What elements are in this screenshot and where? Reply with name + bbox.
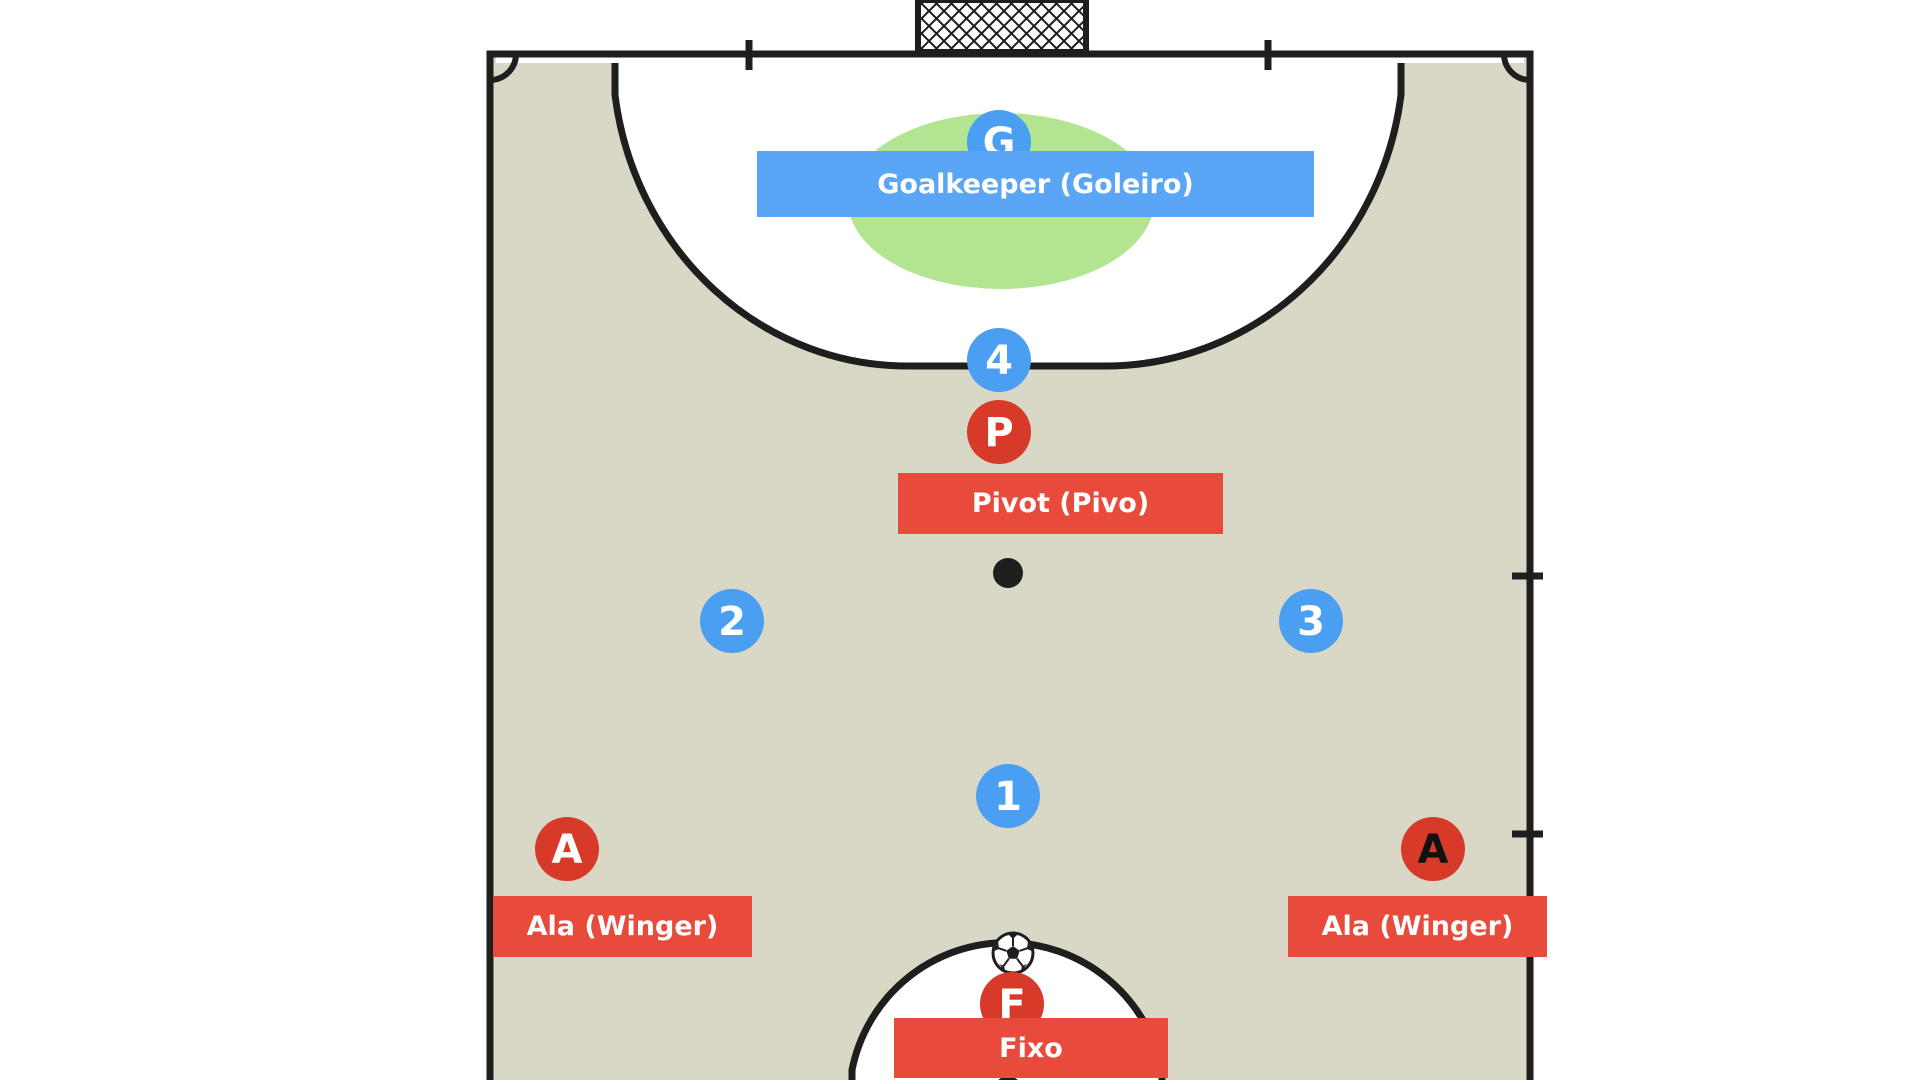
label-goalkeeper: Goalkeeper (Goleiro) <box>757 151 1314 217</box>
player-marker-text: 2 <box>718 599 746 645</box>
player-marker <box>1279 589 1343 653</box>
player-blue-1: 1 <box>976 764 1040 828</box>
goal-line <box>496 57 1524 63</box>
corner-arc-left <box>489 53 519 83</box>
goal-net-icon <box>915 0 1089 55</box>
player-marker-text: P <box>984 410 1013 456</box>
label-pivot: Pivot (Pivo) <box>898 473 1223 534</box>
player-marker <box>700 589 764 653</box>
player-marker <box>976 764 1040 828</box>
player-marker-text: A <box>552 827 583 873</box>
player-marker <box>967 400 1031 464</box>
player-blue-4: 4 <box>967 328 1031 392</box>
player-marker-text: 1 <box>994 774 1022 820</box>
player-pivot: P <box>967 400 1031 464</box>
label-ala-right: Ala (Winger) <box>1288 896 1547 957</box>
label-fixo: Fixo <box>894 1018 1168 1078</box>
player-marker <box>535 817 599 881</box>
soccer-ball-icon <box>991 931 1035 975</box>
player-marker-text: 4 <box>985 338 1013 384</box>
label-ala-left: Ala (Winger) <box>493 896 752 957</box>
player-ala-left: A <box>535 817 599 881</box>
penalty-spot <box>993 558 1023 588</box>
player-blue-3: 3 <box>1279 589 1343 653</box>
player-blue-2: 2 <box>700 589 764 653</box>
player-marker <box>1401 817 1465 881</box>
player-marker-text: 3 <box>1297 599 1325 645</box>
corner-arc-right <box>1501 53 1531 83</box>
player-marker-text: A <box>1418 827 1449 873</box>
player-ala-right: A <box>1401 817 1465 881</box>
player-marker <box>967 328 1031 392</box>
